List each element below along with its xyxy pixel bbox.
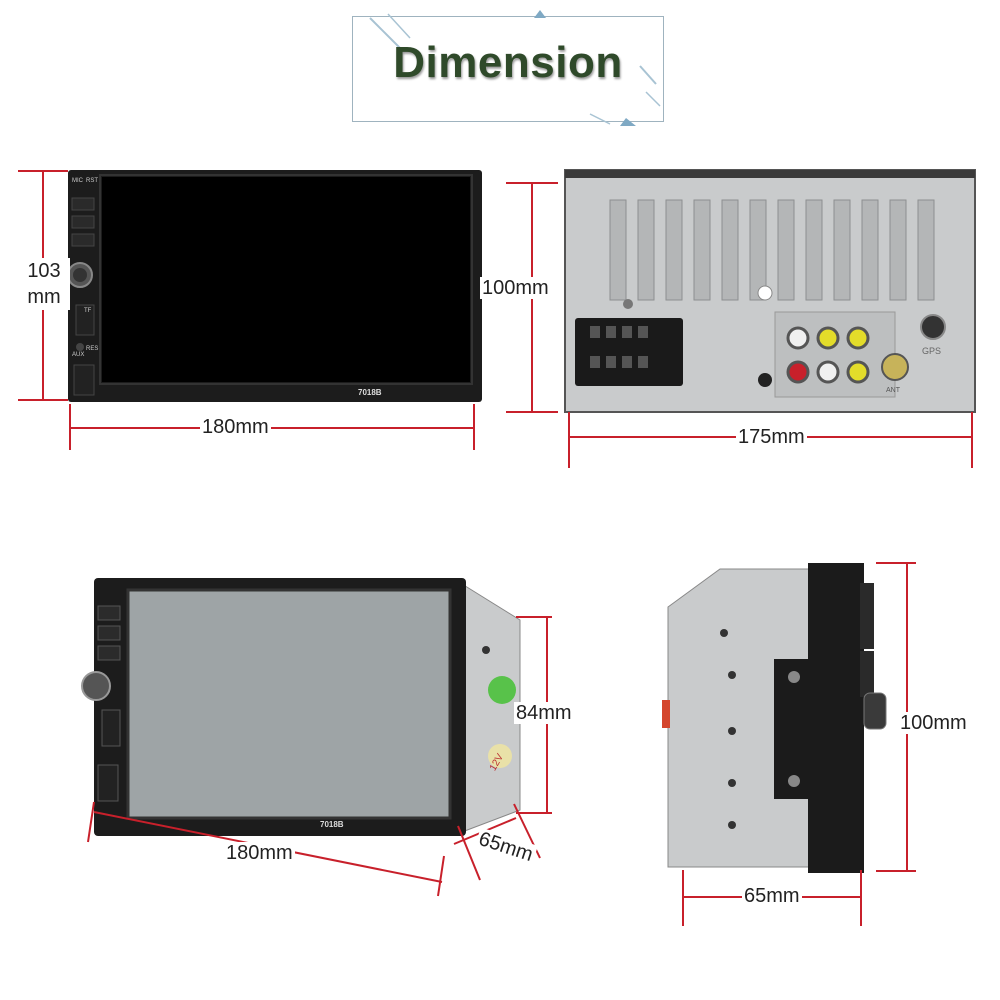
- gps-label: GPS: [922, 346, 942, 356]
- front-height-label: 103 mm: [18, 258, 70, 310]
- back-width-tick-right: [971, 412, 973, 468]
- title-decoration: [369, 10, 661, 126]
- side-depth-tick-right: [860, 870, 862, 926]
- persp-height-tick-top: [516, 616, 552, 618]
- mic-label: MIC: [72, 178, 83, 184]
- tf-label: TF: [84, 308, 92, 314]
- model-label-perspective: 7018B: [320, 820, 344, 829]
- model-label-front: 7018B: [358, 388, 382, 397]
- back-width-tick-left: [568, 412, 570, 468]
- side-depth-label: 65mm: [742, 885, 802, 907]
- front-width-line: [70, 427, 474, 429]
- side-height-label: 100mm: [898, 712, 969, 734]
- side-height-tick-top: [876, 562, 916, 564]
- perspective-view: [81, 578, 521, 836]
- front-height-tick-top: [18, 170, 68, 172]
- persp-height-label: 84mm: [514, 702, 574, 724]
- title-frame: [352, 16, 664, 122]
- back-width-label: 175mm: [736, 426, 807, 448]
- rst-label: RST: [86, 178, 98, 184]
- front-width-tick-right: [473, 404, 475, 450]
- side-height-tick-bottom: [876, 870, 916, 872]
- persp-bottom-dims: [87, 801, 541, 897]
- ant-label: ANT: [886, 387, 900, 394]
- front-view: [67, 170, 482, 402]
- front-height-tick-bottom: [18, 399, 68, 401]
- front-width-tick-left: [69, 404, 71, 450]
- side-depth-tick-left: [682, 870, 684, 926]
- persp-height-tick-bottom: [516, 812, 552, 814]
- front-width-label: 180mm: [200, 416, 271, 438]
- res-label: RES: [86, 346, 99, 352]
- page-title: Dimension: [393, 38, 623, 87]
- aux-label: AUX: [72, 352, 85, 358]
- back-height-tick-top: [506, 182, 558, 184]
- back-height-tick-bottom: [506, 411, 558, 413]
- back-view: [564, 169, 976, 413]
- side-view: [662, 563, 887, 873]
- back-height-label: 100mm: [480, 277, 551, 299]
- persp-width-label: 180mm: [224, 842, 295, 864]
